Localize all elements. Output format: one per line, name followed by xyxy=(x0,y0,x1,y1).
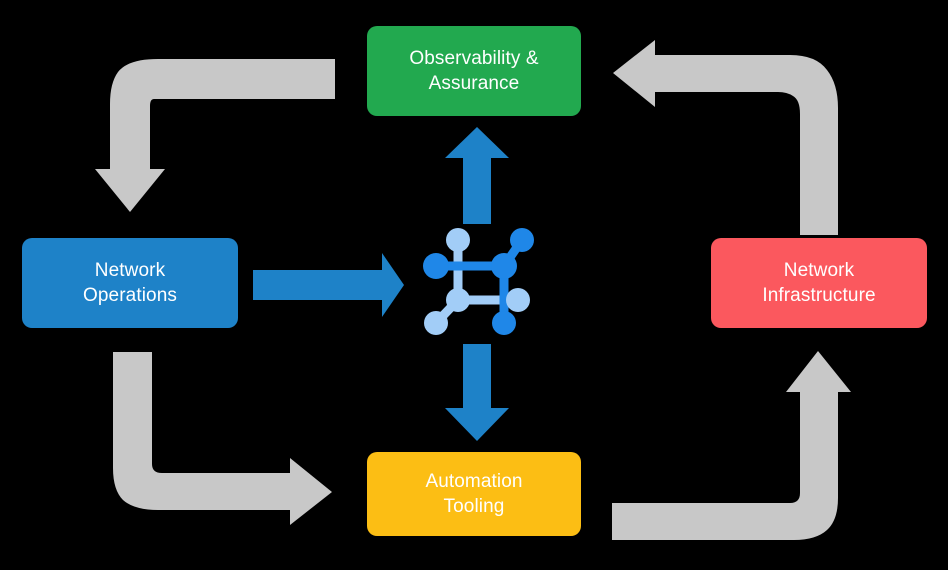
gray-arrow-infrastructure-to-observability xyxy=(613,40,838,235)
node-label-network-operations: Network Operations xyxy=(83,259,177,306)
gray-arrow-observability-to-operations xyxy=(95,59,335,212)
node-label-network-infrastructure: Network Infrastructure xyxy=(762,259,876,306)
node-box-observability-assurance[interactable]: Observability & Assurance xyxy=(367,26,581,116)
node-box-automation-tooling[interactable]: Automation Tooling xyxy=(367,452,581,536)
network-topology-icon xyxy=(423,228,534,335)
node-box-network-infrastructure[interactable]: Network Infrastructure xyxy=(711,238,927,328)
blue-arrow-center-to-automation xyxy=(445,344,509,441)
blue-arrow-center-to-observability xyxy=(445,127,509,224)
node-label-automation-tooling: Automation Tooling xyxy=(425,470,523,517)
blue-arrow-operations-to-center xyxy=(253,253,404,317)
network-icon-dark-nodes xyxy=(423,228,534,335)
node-box-network-operations[interactable]: Network Operations xyxy=(22,238,238,328)
gray-arrow-operations-to-automation xyxy=(113,352,332,525)
network-icon-light-nodes xyxy=(424,228,530,335)
gray-arrow-automation-to-infrastructure xyxy=(612,351,851,540)
node-label-observability-assurance: Observability & Assurance xyxy=(409,47,539,94)
